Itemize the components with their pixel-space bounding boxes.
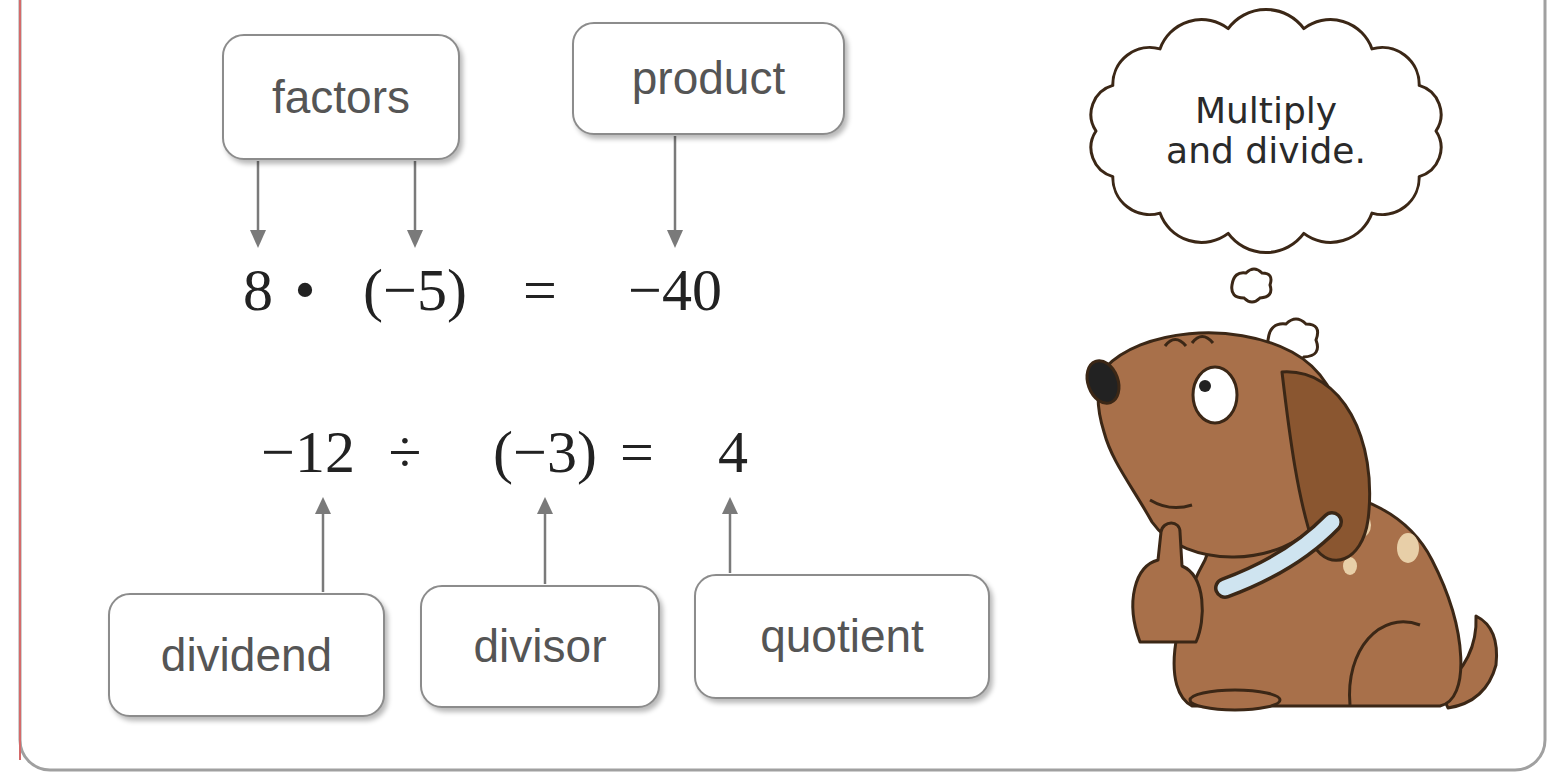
thought-bubble [1232, 269, 1271, 302]
dog-haunch [1350, 622, 1420, 705]
term-box: product [572, 22, 845, 135]
node-text: quotient [760, 611, 924, 662]
dog-paw [1133, 523, 1202, 642]
equation-term: −40 [628, 256, 722, 325]
term-box: quotient [694, 574, 990, 699]
leader-line [674, 136, 677, 232]
equation-term: −12 [261, 418, 355, 487]
equation-term: ÷ [389, 418, 422, 487]
arrow-head [250, 230, 266, 248]
leader-line [729, 512, 732, 573]
arrow-head [315, 497, 331, 514]
node-text: factors [272, 72, 410, 123]
equation-term: • [294, 256, 315, 325]
dog-pupil [1199, 380, 1211, 392]
cloud-outline [1091, 9, 1441, 252]
dog-eye [1193, 367, 1237, 423]
leader-line [414, 161, 417, 232]
dog-mouth [1150, 500, 1192, 508]
dog-eyebrow [1165, 340, 1186, 347]
dog-nose [1081, 356, 1124, 408]
term-box: factors [222, 34, 460, 160]
arrow-head [407, 230, 423, 248]
dog-feet [1190, 690, 1280, 710]
node-text: dividend [161, 630, 332, 681]
equation-term: 8 [243, 256, 273, 325]
node-text: Multiply and divide. [1161, 91, 1371, 170]
leader-arrows [250, 136, 738, 592]
term-box: dividend [108, 593, 385, 717]
panel-edge [19, 0, 21, 760]
dog-collar [1225, 522, 1332, 588]
term-box: divisor [420, 585, 660, 708]
leader-line [322, 512, 325, 592]
equation-term: = [523, 256, 557, 325]
equation-term: (−3) [493, 418, 597, 487]
node-text: product [632, 53, 785, 104]
thought-cloud: Multiply and divide. [1082, 12, 1450, 250]
panel-frame [20, 0, 1545, 770]
dog-eyebrow [1192, 337, 1213, 344]
dog-cartoon [1081, 333, 1496, 710]
arrow-head [537, 497, 553, 514]
node-text: divisor [474, 621, 607, 672]
leader-line [544, 512, 547, 584]
equation-term: = [620, 418, 654, 487]
equation-term: (−5) [363, 256, 467, 325]
arrow-head [722, 497, 738, 514]
dog-spot [1397, 533, 1419, 563]
arrow-head [667, 230, 683, 248]
dog-collar-outline [1225, 522, 1332, 588]
leader-line [257, 161, 260, 232]
equation-term: 4 [718, 418, 748, 487]
